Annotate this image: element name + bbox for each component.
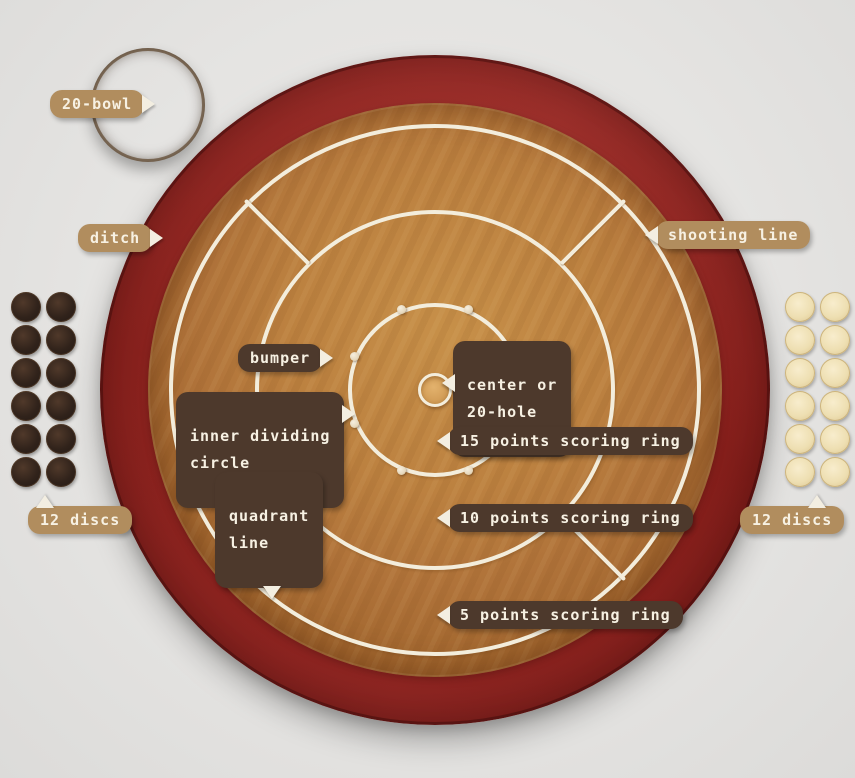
label-12-discs-left-text: 12 discs xyxy=(40,511,121,529)
game-disc xyxy=(820,457,850,487)
pointer-right-icon xyxy=(150,229,164,247)
game-disc xyxy=(11,391,41,421)
label-bumper-text: bumper xyxy=(250,349,311,367)
pointer-left-icon xyxy=(442,374,455,392)
label-12-discs-right-text: 12 discs xyxy=(752,511,833,529)
bumper-peg xyxy=(464,305,473,314)
ten-point-circle xyxy=(255,210,615,570)
bumper-peg xyxy=(350,419,359,428)
label-bumper: bumper xyxy=(238,344,334,372)
label-center-20-hole-text: center or 20-hole xyxy=(467,376,558,421)
label-5-points-ring: 5 points scoring ring xyxy=(437,601,683,629)
pointer-left-icon xyxy=(437,606,450,624)
label-shooting-line: shooting line xyxy=(645,221,811,249)
game-disc xyxy=(11,292,41,322)
label-10-points-ring-text: 10 points scoring ring xyxy=(460,509,681,527)
game-disc xyxy=(820,358,850,388)
pointer-left-icon xyxy=(437,432,450,450)
label-15-points-ring: 15 points scoring ring xyxy=(437,427,693,455)
game-disc xyxy=(820,424,850,454)
label-15-points-ring-text: 15 points scoring ring xyxy=(460,432,681,450)
label-5-points-ring-text: 5 points scoring ring xyxy=(460,606,671,624)
pointer-left-icon xyxy=(645,226,658,244)
label-ditch-text: ditch xyxy=(90,229,141,247)
label-12-discs-right: 12 discs xyxy=(740,495,845,534)
game-disc xyxy=(785,391,815,421)
pointer-right-icon xyxy=(320,349,334,367)
game-disc xyxy=(46,391,76,421)
label-10-points-ring: 10 points scoring ring xyxy=(437,504,693,532)
game-disc xyxy=(785,457,815,487)
game-disc xyxy=(46,292,76,322)
game-disc xyxy=(46,424,76,454)
label-shooting-line-text: shooting line xyxy=(668,226,799,244)
pointer-down-icon xyxy=(263,586,281,599)
game-disc xyxy=(11,457,41,487)
game-disc xyxy=(46,457,76,487)
bumper-peg xyxy=(397,305,406,314)
disc-group-left xyxy=(11,292,76,487)
game-disc xyxy=(785,292,815,322)
pointer-right-icon xyxy=(142,95,156,113)
label-20-bowl-text: 20-bowl xyxy=(62,95,133,113)
game-disc xyxy=(46,325,76,355)
game-disc xyxy=(11,424,41,454)
bumper-peg xyxy=(464,466,473,475)
game-disc xyxy=(11,358,41,388)
game-disc xyxy=(46,358,76,388)
label-20-bowl: 20-bowl xyxy=(50,90,156,118)
label-quadrant-line-text: quadrant line xyxy=(229,507,310,552)
game-disc xyxy=(785,325,815,355)
pointer-left-icon xyxy=(437,509,450,527)
game-disc xyxy=(820,292,850,322)
pointer-up-icon xyxy=(36,495,54,508)
game-disc xyxy=(785,424,815,454)
game-disc xyxy=(820,391,850,421)
shooting-line-circle xyxy=(169,124,701,656)
disc-group-right xyxy=(785,292,850,487)
label-quadrant-line: quadrant line xyxy=(215,472,324,599)
label-inner-dividing-circle-text: inner dividing circle xyxy=(190,427,331,472)
game-disc xyxy=(820,325,850,355)
bumper-peg xyxy=(350,352,359,361)
game-disc xyxy=(785,358,815,388)
label-12-discs-left: 12 discs xyxy=(28,495,133,534)
pointer-right-icon xyxy=(342,405,356,423)
game-disc xyxy=(11,325,41,355)
pointer-up-icon xyxy=(808,495,826,508)
bumper-peg xyxy=(397,466,406,475)
label-ditch: ditch xyxy=(78,224,164,252)
